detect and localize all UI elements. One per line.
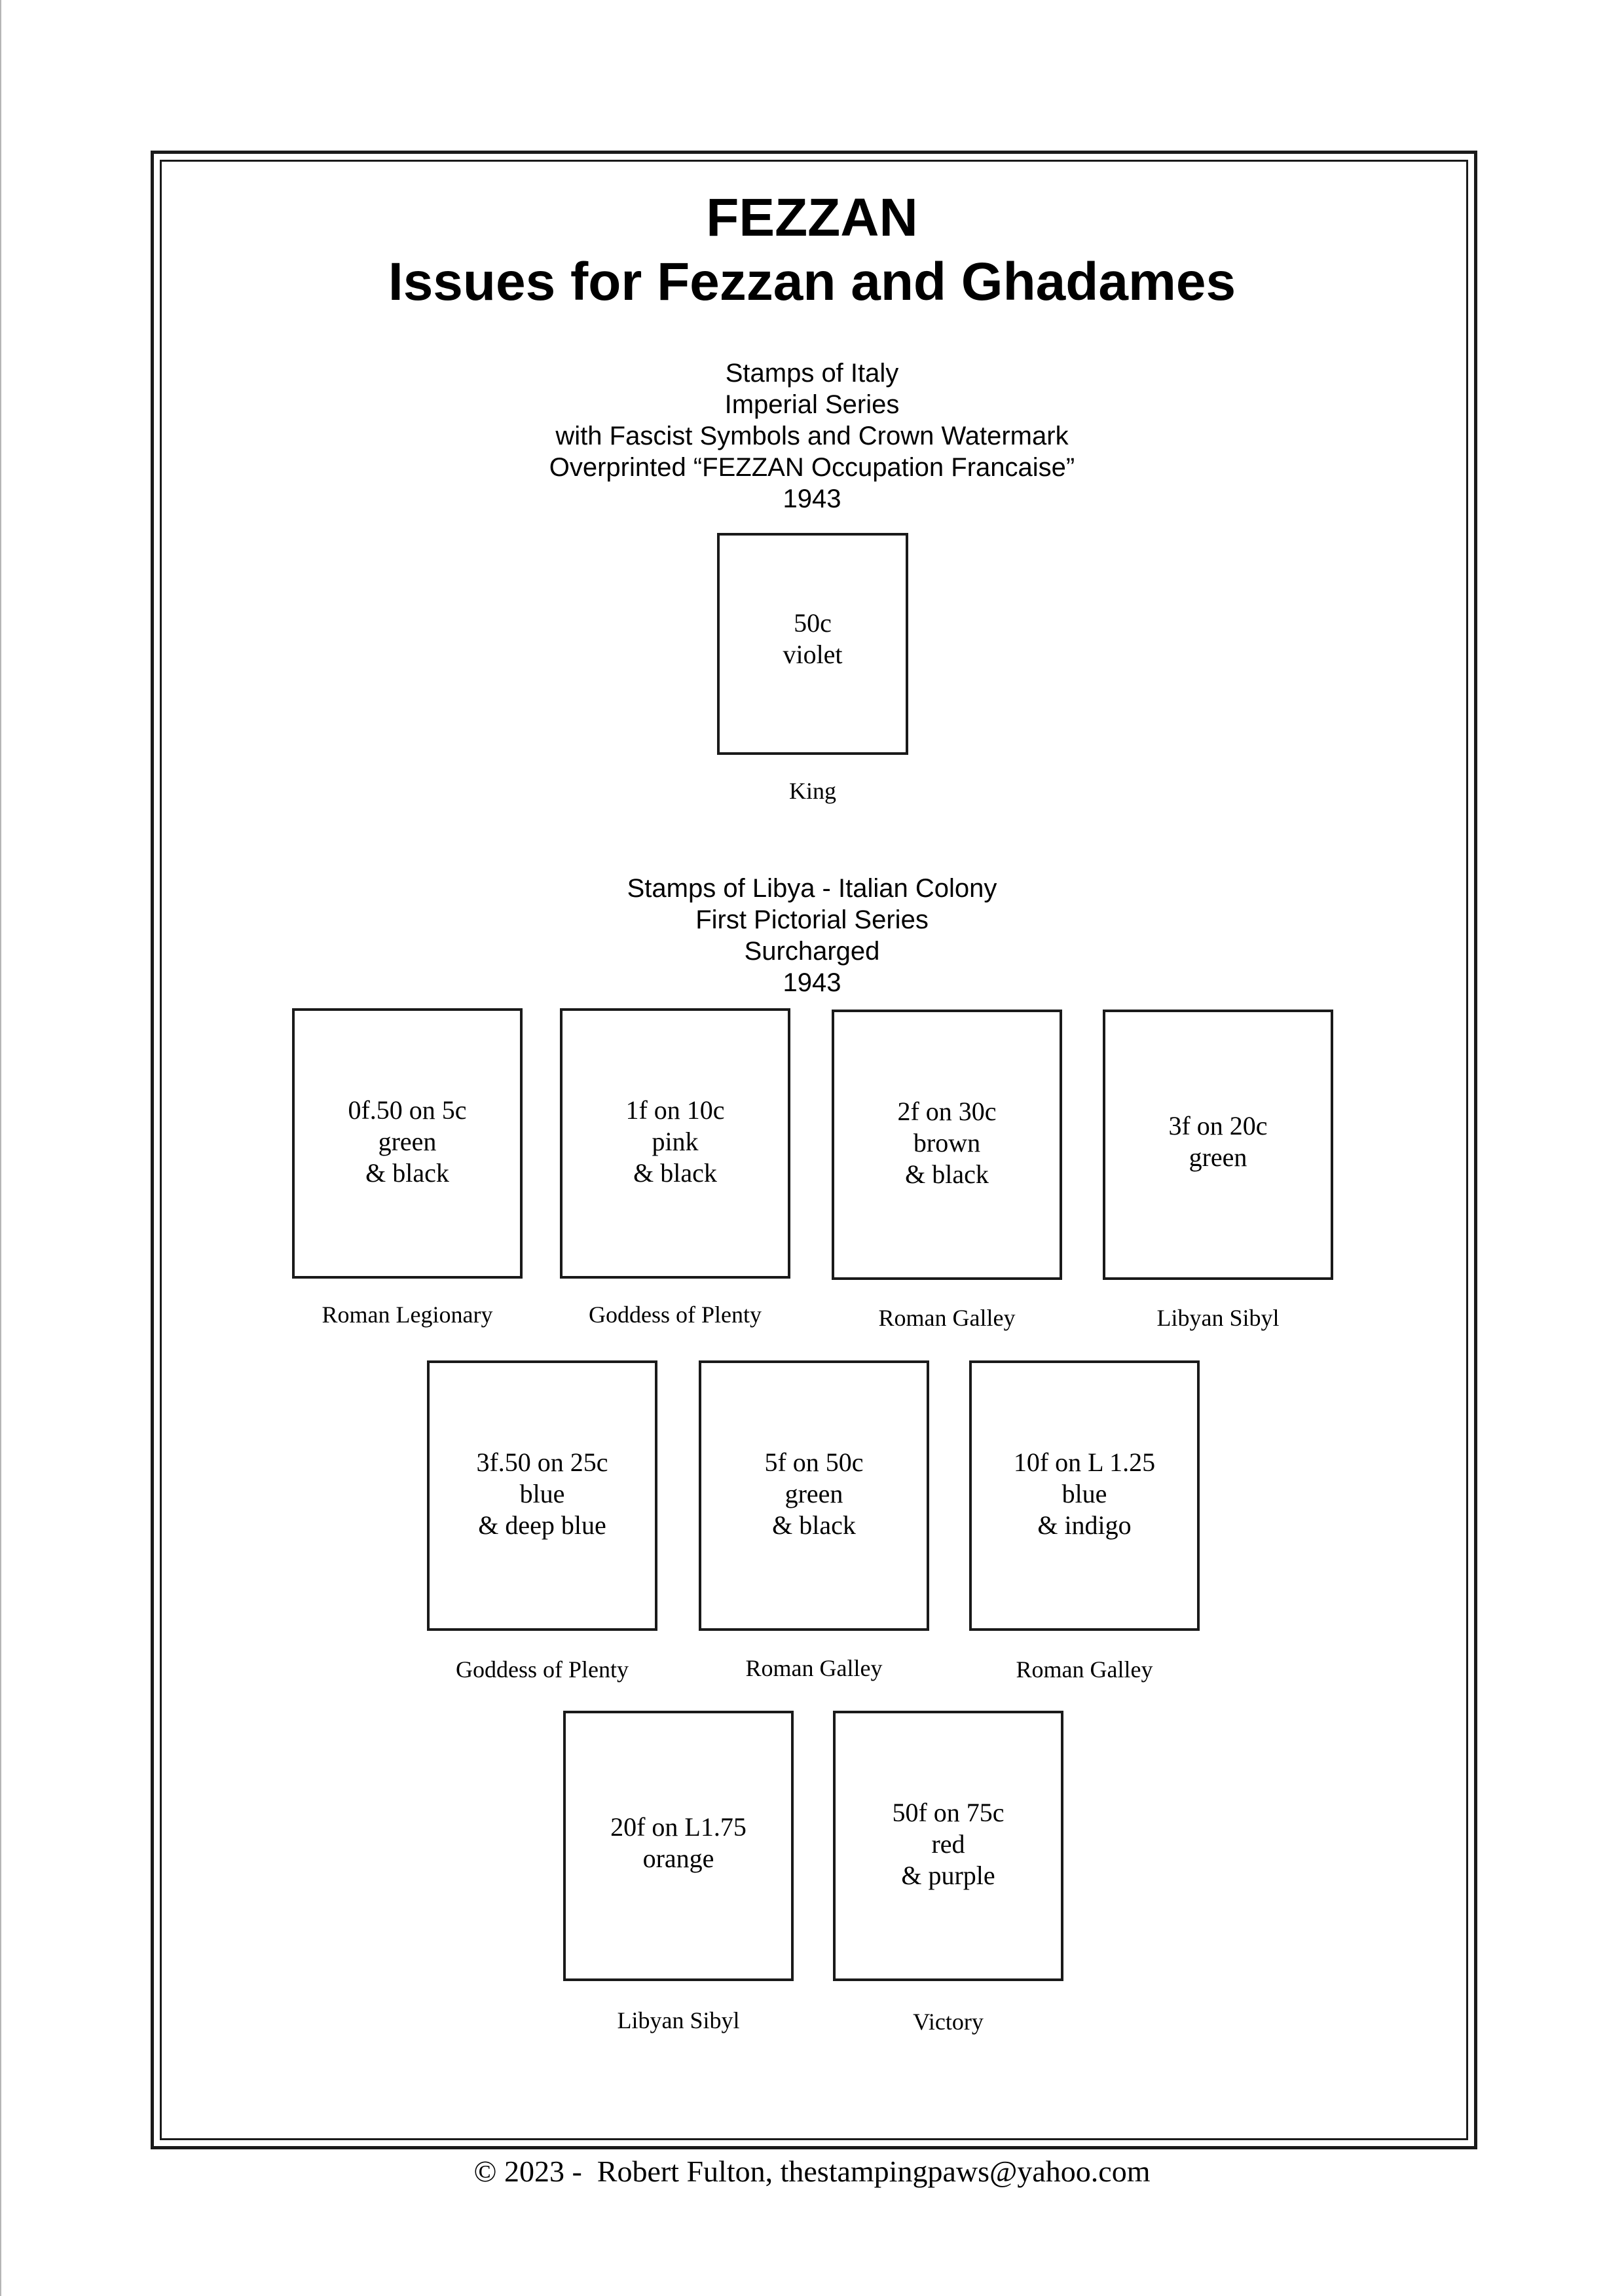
stamp-caption: Libyan Sibyl [1156,1305,1280,1331]
stamp-description-line: & purple [901,1861,995,1890]
stamp-description-line: & black [365,1158,449,1188]
heading-line: 1943 [783,968,841,997]
heading-line: Surcharged [744,937,880,966]
stamp-description-line: 10f on L 1.25 [1013,1448,1156,1477]
stamp-caption: Roman Legionary [322,1302,493,1328]
stamp-caption: King [789,778,836,804]
heading-line: Overprinted “FEZZAN Occupation Francaise… [549,453,1075,482]
stamp-caption: Roman Galley [1016,1656,1153,1683]
stamp-description-line: red [931,1829,965,1859]
stamp-description-line: 3f on 20c [1168,1111,1268,1140]
section-heading-italy: Stamps of Italy Imperial Series with Fas… [0,357,1624,515]
stamp-description-line: green [378,1127,437,1156]
stamp-description-line: 50f on 75c [892,1798,1005,1827]
stamp-caption: Roman Galley [878,1305,1016,1331]
stamp-caption: Roman Galley [745,1655,883,1681]
heading-line: with Fascist Symbols and Crown Watermark [555,422,1069,450]
page-subtitle: Issues for Fezzan and Ghadames [388,252,1236,312]
stamp-description-line: 5f on 50c [764,1448,864,1477]
stamp-description-line: 3f.50 on 25c [476,1448,608,1477]
stamp-description-line: orange [642,1844,714,1873]
stamp-description-line: & indigo [1037,1510,1132,1540]
stamp-description-line: blue [1061,1479,1107,1508]
stamp-description-line: brown [913,1128,981,1157]
stamp-description-line: pink [652,1127,699,1156]
stamp-description-line: 20f on L1.75 [610,1812,747,1842]
copyright-footer: © 2023 - Robert Fulton, thestampingpaws@… [473,2155,1151,2188]
page-edge [0,0,1,2296]
stamp-description-line: & deep blue [478,1510,606,1540]
stamp-description-line: & black [772,1510,856,1540]
stamp-description-line: 2f on 30c [897,1097,997,1126]
heading-line: 1943 [783,484,841,513]
stamp-caption: Libyan Sibyl [617,2007,740,2033]
heading-line: Imperial Series [724,390,900,419]
page-title: FEZZAN [706,188,918,247]
page-border-inner [160,160,1468,2140]
stamp-description-line: blue [519,1479,565,1508]
heading-line: Stamps of Libya - Italian Colony [627,874,997,903]
heading-line: Stamps of Italy [725,359,899,388]
stamp-description-line: 0f.50 on 5c [348,1095,467,1125]
stamp-description-line: & black [633,1158,717,1188]
stamp-caption: Goddess of Plenty [589,1302,762,1328]
stamp-description-line: 50c [794,608,832,638]
stamp-description-line: green [1189,1142,1247,1172]
stamp-caption: Goddess of Plenty [456,1656,629,1683]
page-border-outer [151,151,1477,2149]
stamp-caption: Victory [913,2009,984,2035]
stamp-description-line: & black [905,1159,989,1189]
section-heading-libya: Stamps of Libya - Italian Colony First P… [0,873,1624,998]
stamp-description-line: green [784,1479,843,1508]
stamp-description-line: 1f on 10c [625,1095,725,1125]
stamp-description-line: violet [783,640,843,669]
heading-line: First Pictorial Series [695,905,929,934]
